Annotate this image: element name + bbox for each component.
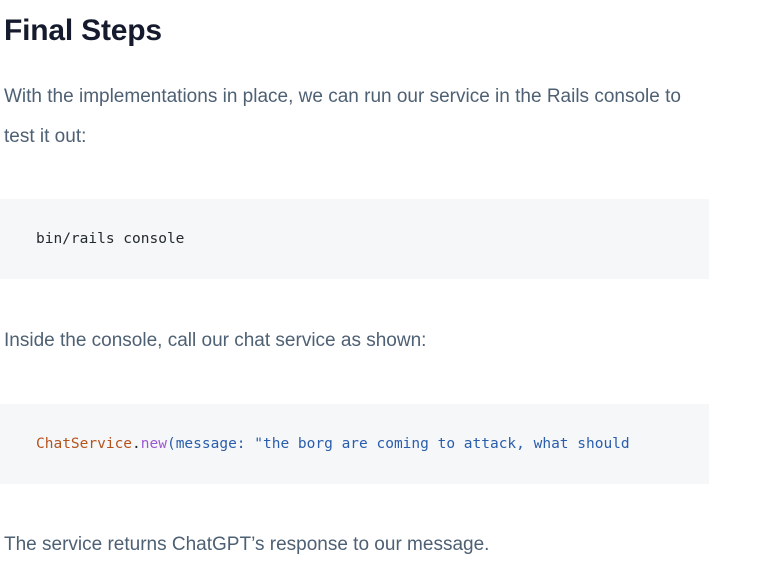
code-token-arguments: (message: "the borg are coming to attack… (166, 436, 630, 452)
code-line-rails-console: bin/rails console (36, 231, 185, 247)
code-line-chat-service: ChatService.new(message: "the borg are c… (36, 433, 630, 455)
code-block-rails-console: bin/rails console (0, 199, 709, 279)
page-title: Final Steps (4, 14, 162, 47)
code-token-constant: ChatService (36, 436, 133, 452)
closing-paragraph: The service returns ChatGPT’s response t… (4, 534, 490, 555)
code-token-dot: . (132, 436, 141, 452)
intro-paragraph: With the implementations in place, we ca… (4, 86, 687, 147)
code-block-chat-service: ChatService.new(message: "the borg are c… (0, 404, 709, 484)
middle-paragraph: Inside the console, call our chat servic… (4, 330, 427, 351)
code-token-method: new (140, 436, 167, 452)
